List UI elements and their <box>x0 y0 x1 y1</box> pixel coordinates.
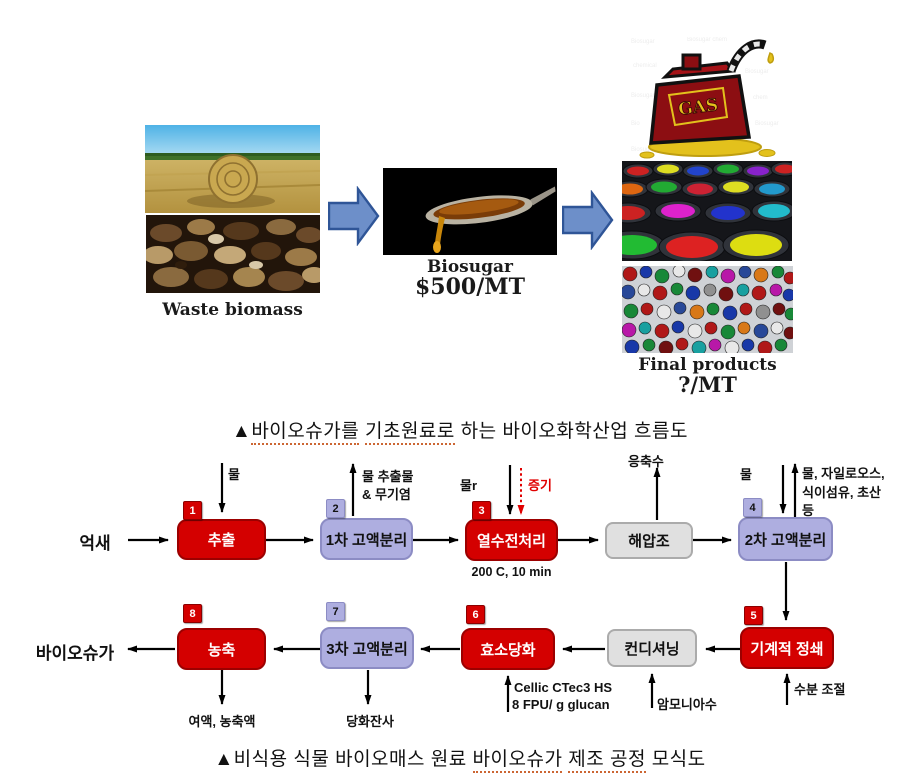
svg-text:Biosugar: Biosugar <box>745 69 769 75</box>
product-label: 바이오슈가 <box>35 644 115 663</box>
stream-condensate: 응축수 <box>628 454 664 469</box>
gas-can-text: GAS <box>677 95 719 120</box>
svg-text:Biosugar chem: Biosugar chem <box>687 37 727 43</box>
caption-marker: ▲ <box>232 421 252 442</box>
caption-bottom-pre: 비식용 식물 바이오매스 원료 <box>233 749 467 770</box>
paint-cans-photo <box>622 161 792 261</box>
caption-bottom-rest: 모식도 <box>651 749 706 770</box>
process-box-mechanical-refining: 기계적 정쇄 <box>740 627 834 669</box>
stream-moisture-control: 수분 조절 <box>794 682 846 697</box>
stream-enzyme-line2: 8 FPU/ g glucan <box>512 697 610 712</box>
svg-text:Biosugar: Biosugar <box>631 39 655 45</box>
plastic-caps-photo <box>622 266 793 353</box>
caption-bottom-underlined-1: 바이오슈가 <box>472 749 563 773</box>
hay-field-photo <box>145 125 320 213</box>
final-products-label: Final products <box>638 355 777 375</box>
caption-top-underlined-1: 바이오슈가를 <box>251 421 360 445</box>
stream-water-4: 물 <box>740 467 752 482</box>
stream-residue: 당화잔사 <box>346 714 394 729</box>
caption-top-rest: 하는 바이오화학산업 흐름도 <box>460 421 688 442</box>
process-box-hydrothermal: 열수전처리 <box>465 519 558 561</box>
process-box-enzymatic-saccharification: 효소당화 <box>461 628 555 670</box>
final-products-price: ?/MT <box>678 372 737 397</box>
caption-bottom-underlined-2: 제조 공정 <box>568 749 646 773</box>
flow-connectors <box>127 463 799 712</box>
step-badge-3: 3 <box>472 501 491 520</box>
stream-xylose-line1: 물, 자일로오스, <box>802 466 885 481</box>
process-box-depressurizer: 해압조 <box>605 522 693 559</box>
biosugar-photo <box>383 168 557 255</box>
stream-filtrate: 여액, 농축액 <box>188 714 256 729</box>
process-box-solid-liquid-1: 1차 고액분리 <box>320 518 413 560</box>
caption-bottom: ▲비식용 식물 바이오매스 원료 바이오슈가 제조 공정 모식도 <box>0 744 920 773</box>
step-badge-2: 2 <box>326 499 345 518</box>
hydrothermal-conditions: 200 C, 10 min <box>471 565 552 579</box>
svg-text:Biosugar: Biosugar <box>631 93 655 99</box>
stream-enzyme-line1: Cellic CTec3 HS <box>514 680 613 695</box>
stream-extract-line1: 물 추출물 <box>362 469 414 484</box>
stream-xylose-line3: 등 <box>802 503 814 518</box>
step-badge-4: 4 <box>743 498 762 517</box>
svg-text:Bio: Bio <box>631 121 640 127</box>
step-badge-8: 8 <box>183 604 202 623</box>
biosugar-label: Biosugar <box>427 257 513 277</box>
stream-extract-line2: & 무기염 <box>362 487 411 502</box>
stream-xylose-line2: 식이섬유, 초산 <box>802 485 881 500</box>
svg-text:chemical: chemical <box>633 63 657 69</box>
feedstock-label: 억새 <box>79 534 111 553</box>
svg-text:Biosugar: Biosugar <box>755 121 779 127</box>
stream-steam: 증기 <box>528 478 552 493</box>
process-box-extraction: 추출 <box>177 519 266 560</box>
process-box-solid-liquid-2: 2차 고액분리 <box>738 517 833 561</box>
svg-text:Biosugar: Biosugar <box>631 147 655 153</box>
right-arrow-icon <box>328 186 380 246</box>
step-badge-7: 7 <box>326 602 345 621</box>
waste-pile-photo <box>146 215 320 293</box>
waste-biomass-label: Waste biomass <box>162 300 303 320</box>
process-box-conditioning: 컨디셔닝 <box>607 629 697 667</box>
biosugar-price: $500/MT <box>415 274 525 300</box>
process-box-solid-liquid-3: 3차 고액분리 <box>320 627 414 669</box>
process-box-concentration: 농축 <box>177 628 266 670</box>
step-badge-1: 1 <box>183 501 202 520</box>
right-arrow-icon <box>562 190 614 250</box>
caption-top: ▲바이오슈가를 기초원료로 하는 바이오화학산업 흐름도 <box>0 416 920 445</box>
step-badge-6: 6 <box>466 605 485 624</box>
svg-text:chem: chem <box>753 95 768 101</box>
caption-marker: ▲ <box>214 749 234 770</box>
stream-water-3: 물r <box>460 478 478 493</box>
step-badge-5: 5 <box>744 606 763 625</box>
caption-top-underlined-2: 기초원료로 <box>364 421 455 445</box>
stream-ammonia: 암모니아수 <box>657 697 717 712</box>
stream-water-1: 물 <box>228 467 240 482</box>
